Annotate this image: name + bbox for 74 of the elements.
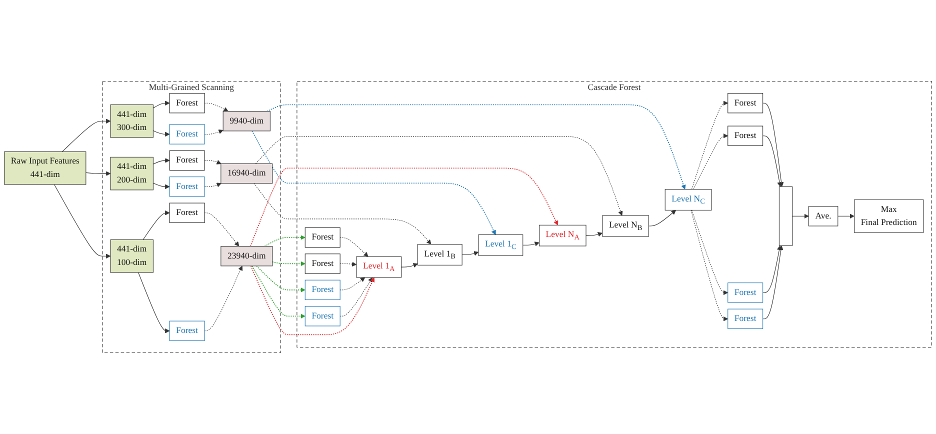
- arrow: [204, 266, 243, 332]
- node-box: Ave.: [808, 206, 838, 226]
- arrow: [250, 168, 558, 247]
- arrow: [762, 245, 782, 293]
- node-box: 441-dim 200-dim: [110, 156, 154, 190]
- node-box: Forest: [169, 320, 205, 341]
- arrow: [204, 102, 228, 112]
- arrow: [462, 251, 479, 256]
- node-box: Level 1$_{B}$: [417, 244, 462, 266]
- arrow: [272, 261, 306, 266]
- arrow: [340, 277, 373, 316]
- node-box: Forest: [304, 254, 340, 274]
- node-box: Forest: [728, 282, 764, 303]
- node-box: Forest: [169, 202, 205, 223]
- arrow: [250, 266, 375, 336]
- arrow: [401, 263, 418, 268]
- arrow: [340, 277, 366, 290]
- node-box: Raw Input Features 441-dim: [4, 151, 86, 185]
- arrow: [252, 266, 306, 319]
- arrow: [152, 130, 170, 137]
- arrow: [340, 262, 357, 267]
- arrow: [255, 136, 623, 216]
- node-box: 441-dim 100-dim: [110, 239, 154, 273]
- node-box: Forest: [169, 176, 205, 197]
- node-box: 441-dim 300-dim: [110, 104, 154, 138]
- arrow: [254, 183, 432, 245]
- arrow: [152, 100, 170, 108]
- arrow: [204, 182, 222, 188]
- node-box: 23940-dim: [220, 246, 273, 266]
- arrow: [586, 232, 603, 237]
- arrow: [138, 272, 170, 334]
- node-box: Level N$_{B}$: [602, 215, 650, 237]
- arrow: [691, 100, 728, 190]
- arrow: [792, 214, 809, 219]
- node-box: Forest: [728, 93, 764, 114]
- arrow: [266, 104, 686, 190]
- arrow: [252, 130, 496, 235]
- arrow: [340, 237, 368, 257]
- node-box: Forest: [169, 124, 205, 144]
- node-box: Level N$_{C}$: [664, 189, 712, 210]
- node-box: 9940-dim: [222, 111, 270, 132]
- arrow: [256, 266, 306, 292]
- node-box: Forest: [169, 93, 205, 114]
- arrow: [522, 242, 540, 246]
- node-bar: [778, 186, 793, 246]
- node-box: Forest: [728, 126, 764, 146]
- arrow: [86, 171, 111, 176]
- arrow: [648, 210, 676, 226]
- node-box: Forest: [169, 150, 205, 171]
- arrow: [204, 160, 222, 164]
- arrow: [142, 210, 170, 240]
- node-box: Max Final Prediction: [854, 200, 924, 233]
- node-box: Forest: [304, 306, 340, 326]
- arrow: [204, 130, 224, 135]
- node-box: Forest: [304, 280, 340, 300]
- node-box: Forest: [728, 308, 764, 329]
- node-box: Level 1$_{C}$: [478, 234, 524, 256]
- arrow: [762, 136, 782, 187]
- node-box: Level 1$_{A}$: [356, 256, 402, 278]
- arrow: [152, 158, 170, 164]
- arrow: [54, 184, 111, 259]
- node-box: 16940-dim: [220, 163, 273, 184]
- arrow: [62, 118, 111, 152]
- arrow: [838, 214, 854, 219]
- arrow: [152, 182, 170, 190]
- arrow: [264, 235, 306, 247]
- node-box: Level N$_{A}$: [538, 224, 586, 246]
- arrow: [762, 245, 784, 320]
- arrow: [204, 212, 240, 246]
- arrow: [693, 133, 728, 190]
- arrow: [692, 210, 728, 296]
- arrow: [690, 210, 728, 322]
- node-box: Forest: [304, 227, 340, 248]
- arrow: [762, 102, 784, 187]
